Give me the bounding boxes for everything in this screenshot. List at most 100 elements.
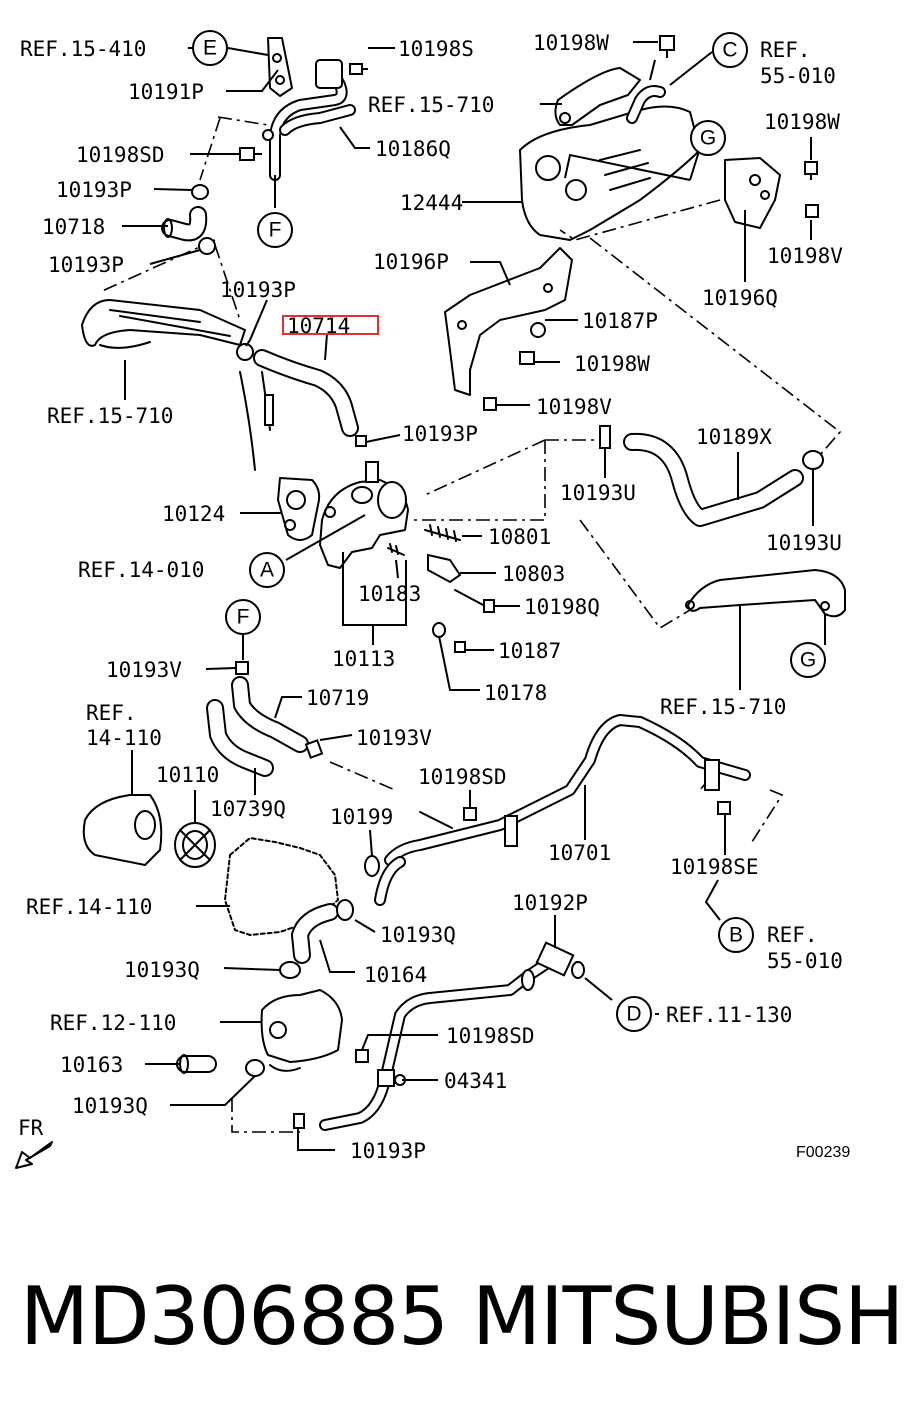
clamp-10193P-d [355,435,367,447]
label-ref-14-010: REF.14-010 [78,558,204,582]
bolt-10187P [530,322,546,338]
label-ref-14-110-b: REF.14-110 [26,895,152,919]
brand-name: MITSUBISHI [472,1270,909,1363]
label-10193P-c: 10193P [220,278,296,302]
elbow-hose-10718 [161,206,208,242]
bolt-10198SD-c [355,1049,369,1063]
thermostat-housing-10113 [319,461,409,569]
label-10801: 10801 [488,525,551,549]
callout-E: E [192,30,228,66]
pipe-10192P [319,941,585,1131]
label-10739Q: 10739Q [210,797,286,821]
label-fr: FR [18,1116,44,1140]
label-10198W-c: 10198W [574,352,650,376]
part-labels: REF.15-410 10191P 10198S 10186Q 10198SD … [18,31,850,1163]
bolt-10198W-a [659,35,675,58]
label-10189X: 10189X [696,425,772,449]
gasket-10124 [277,477,321,541]
label-10193P-b: 10193P [48,253,124,277]
stud-10183 [387,543,405,556]
label-ref-55-010-b-1: REF. [767,923,818,947]
label-10178: 10178 [484,681,547,705]
hose-10189X [623,432,804,527]
label-10187P: 10187P [582,309,658,333]
label-10198W-a: 10198W [533,31,609,55]
label-10193V-b: 10193V [356,726,432,750]
clamp-10193P-c [236,343,254,361]
label-ref-15-710-c: REF.15-710 [660,695,786,719]
bracket-10196Q [724,157,781,229]
sensor-10803 [427,553,462,584]
label-10719: 10719 [306,686,369,710]
label-10198W-b: 10198W [764,110,840,134]
label-10124: 10124 [162,502,225,526]
bolt-10198S [349,63,368,75]
sensor-10801 [424,524,461,542]
label-ref-15-710-b: REF.15-710 [368,93,494,117]
label-ref-15-710-a: REF.15-710 [47,404,173,428]
callout-G-b: G [790,642,826,678]
label-10701: 10701 [548,841,611,865]
svg-text:A: A [260,559,274,582]
highlight-box-10714 [282,315,379,335]
ref-housing-14-110-a [82,794,163,866]
svg-text:G: G [800,649,816,672]
label-10198V-b: 10198V [536,395,612,419]
clamp-10193U-b [802,450,824,470]
label-ref-15-410: REF.15-410 [20,37,146,61]
ref-tank-12-110 [260,989,343,1072]
callout-A: A [249,552,285,588]
svg-text:G: G [700,127,716,150]
bolt-10198SE [717,801,731,815]
clamp-10193Q-c [245,1059,265,1077]
bolt-10198SD-b [463,807,477,821]
bolt-10198W-b [804,161,818,180]
svg-text:D: D [626,1003,641,1026]
part-10178 [432,622,446,638]
front-arrow-icon [15,1141,53,1169]
o-ring-10199 [364,855,380,877]
part-number: MD306885 [20,1270,449,1363]
label-10198S: 10198S [398,37,474,61]
clamp-10193Q-a [336,899,354,921]
label-10113: 10113 [332,647,395,671]
bolt-10198Q [454,589,495,613]
hose-10739Q [206,699,274,777]
label-ref-14-110-a-2: 14-110 [86,726,162,750]
callout-G-a: G [690,120,726,156]
label-10198SD-a: 10198SD [76,143,165,167]
label-10163: 10163 [60,1053,123,1077]
clamp-10193V-a [235,661,249,675]
svg-text:C: C [722,39,737,62]
label-10192P: 10192P [512,891,588,915]
hose-10163 [176,1054,217,1074]
bracket-04341 [377,1069,406,1087]
clamp-10193P-e [293,1113,305,1129]
bolt-10198W-c [519,351,535,365]
svg-text:F: F [269,219,282,242]
label-10714: 10714 [287,314,350,338]
svg-text:B: B [729,924,743,947]
thermostat-10110 [174,822,216,868]
clamp-10193P-a [191,184,209,200]
label-10193P-a: 10193P [56,178,132,202]
label-10191P: 10191P [128,80,204,104]
leader-lines [122,41,826,1151]
figure-code: F00239 [796,1144,850,1161]
label-10193P-e: 10193P [350,1139,426,1163]
harness-strands [239,371,274,471]
label-10193U-a: 10193U [560,481,636,505]
label-10110: 10110 [156,763,219,787]
callout-F-b: F [225,599,261,635]
bolt-10198V-a [805,204,819,218]
bolt-10198SD-a [239,147,262,161]
svg-text:F: F [237,606,250,629]
pipe-assembly-10186Q [262,59,356,181]
label-10718: 10718 [42,215,105,239]
label-10198SD-b: 10198SD [418,765,507,789]
bracket-10196P [444,247,573,396]
label-10183: 10183 [358,582,421,606]
callout-D: D [616,996,652,1032]
callout-F-a: F [257,212,293,248]
label-10193U-b: 10193U [766,531,842,555]
